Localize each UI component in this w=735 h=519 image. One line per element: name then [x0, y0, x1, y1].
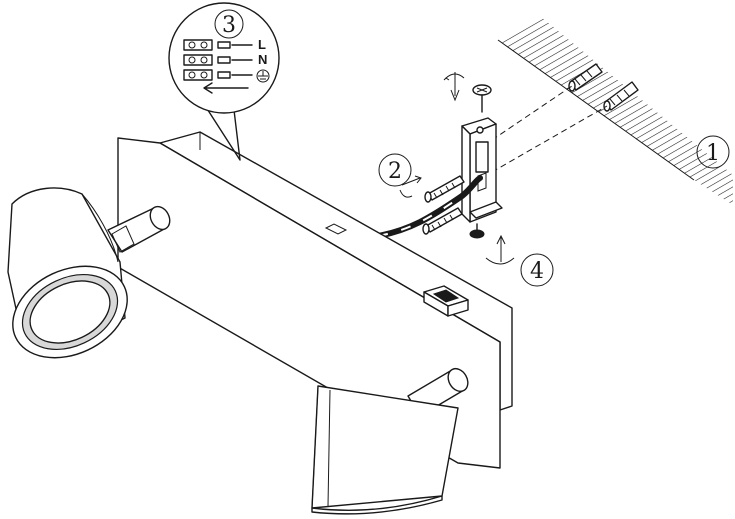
terminal-block-live [183, 39, 253, 51]
wall-plug [603, 81, 639, 112]
guide-line [491, 105, 608, 173]
rotate-arrow-icon [443, 72, 465, 102]
side-screw [422, 207, 463, 235]
label-neutral: N [258, 52, 267, 67]
backplate [117, 131, 513, 469]
guide-line [491, 85, 573, 141]
terminal-block-ground [183, 69, 253, 81]
rotate-arrow-icon [485, 234, 515, 265]
wiring-detail-callout: 3 L N [168, 2, 280, 161]
step-4-label: 4 [520, 253, 554, 287]
svg-text:2: 2 [388, 159, 402, 184]
rotate-arrow-icon [399, 175, 422, 198]
rocker-switch [423, 285, 469, 317]
side-screw [424, 175, 465, 203]
top-screw [472, 84, 492, 113]
wall-plug [568, 63, 603, 92]
cylinder-spotlight [7, 187, 128, 359]
upper-arm [107, 205, 171, 253]
direction-arrow-icon [203, 82, 249, 94]
label-live: L [258, 37, 266, 52]
power-cable [375, 175, 483, 239]
svg-text:4: 4 [530, 259, 544, 284]
step-2-label: 2 [378, 153, 412, 187]
wall [497, 16, 733, 205]
step-1-label: 1 [696, 135, 730, 169]
svg-text:1: 1 [706, 141, 720, 166]
ground-symbol-icon [256, 69, 270, 83]
svg-text:3: 3 [222, 13, 236, 38]
mounting-bracket [461, 117, 503, 223]
terminal-block-neutral [183, 54, 253, 66]
bottom-screw [469, 223, 485, 239]
cone-spotlight [311, 385, 459, 515]
